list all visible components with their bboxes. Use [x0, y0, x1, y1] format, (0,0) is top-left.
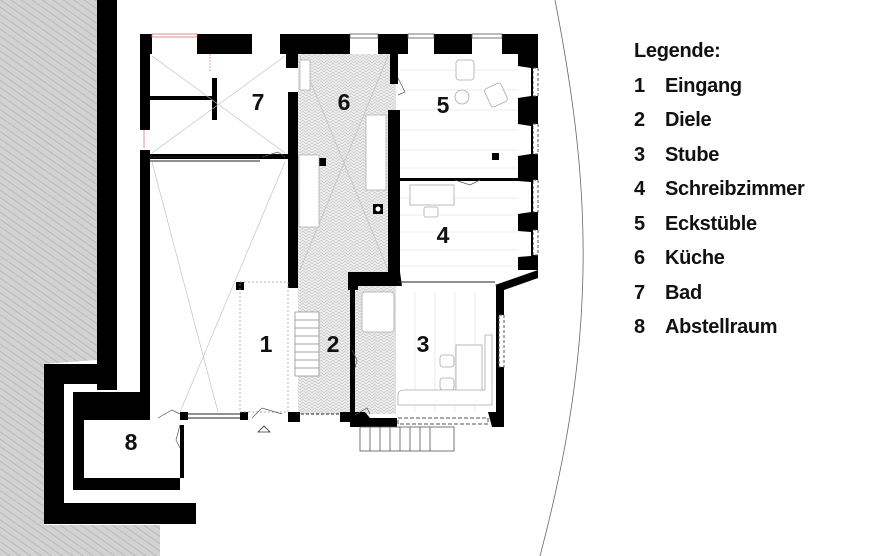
- door-swings: [157, 77, 481, 449]
- site-boundary: [539, 0, 584, 556]
- legend-item: 7 Bad: [634, 276, 805, 311]
- room-label-4: 4: [437, 222, 450, 248]
- legend-item: 5 Eckstüble: [634, 207, 805, 242]
- legend-label: Abstellraum: [665, 316, 778, 338]
- legend-num: 3: [634, 143, 645, 166]
- legend-item: 4 Schreibzimmer: [634, 172, 805, 207]
- legend-item: 8 Abstellraum: [634, 310, 805, 345]
- diagonal-lines: [151, 55, 389, 413]
- legend-num: 1: [634, 74, 645, 97]
- legend-item: 2 Diele: [634, 103, 805, 138]
- legend-num: 4: [634, 178, 645, 200]
- entry-steps: [359, 426, 455, 452]
- retaining-wall: [97, 0, 117, 390]
- legend-num: 8: [634, 316, 645, 338]
- legend-label: Bad: [665, 281, 702, 304]
- furniture: [361, 59, 508, 406]
- door-lines: [150, 156, 495, 419]
- legend-num: 7: [634, 281, 645, 304]
- room-label-3: 3: [417, 331, 430, 357]
- legend-num: 6: [634, 247, 645, 269]
- legend-num: 2: [634, 109, 645, 131]
- legend-label: Schreibzimmer: [665, 178, 805, 200]
- legend: Legende: 1 Eingang 2 Diele 3 Stube 4 Schreib…: [634, 34, 805, 345]
- entrance-outline: [239, 281, 289, 413]
- room-label-8: 8: [125, 429, 138, 455]
- room-label-2: 2: [327, 331, 340, 357]
- room-label-7: 7: [252, 89, 265, 115]
- legend-label: Stube: [665, 143, 720, 166]
- room-label-6: 6: [338, 89, 351, 115]
- retaining-wall-step: [44, 364, 196, 524]
- entrance-arrow-icon: [257, 425, 271, 433]
- legend-label: Eingang: [665, 74, 742, 97]
- kitchen-counters: [298, 59, 387, 228]
- legend-num: 5: [634, 212, 645, 235]
- terrain-hatch: [0, 0, 160, 556]
- legend-item: 3 Stube: [634, 138, 805, 173]
- legend-label: Diele: [665, 109, 712, 131]
- storage-wall: [73, 392, 184, 490]
- room-label-1: 1: [260, 331, 273, 357]
- staircase: [294, 311, 320, 377]
- legend-label: Küche: [665, 247, 725, 269]
- legend-item: 6 Küche: [634, 241, 805, 276]
- legend-label: Eckstüble: [665, 212, 757, 235]
- legend-item: 1 Eingang: [634, 69, 805, 104]
- legend-title: Legende:: [634, 40, 721, 62]
- room-label-5: 5: [437, 92, 450, 118]
